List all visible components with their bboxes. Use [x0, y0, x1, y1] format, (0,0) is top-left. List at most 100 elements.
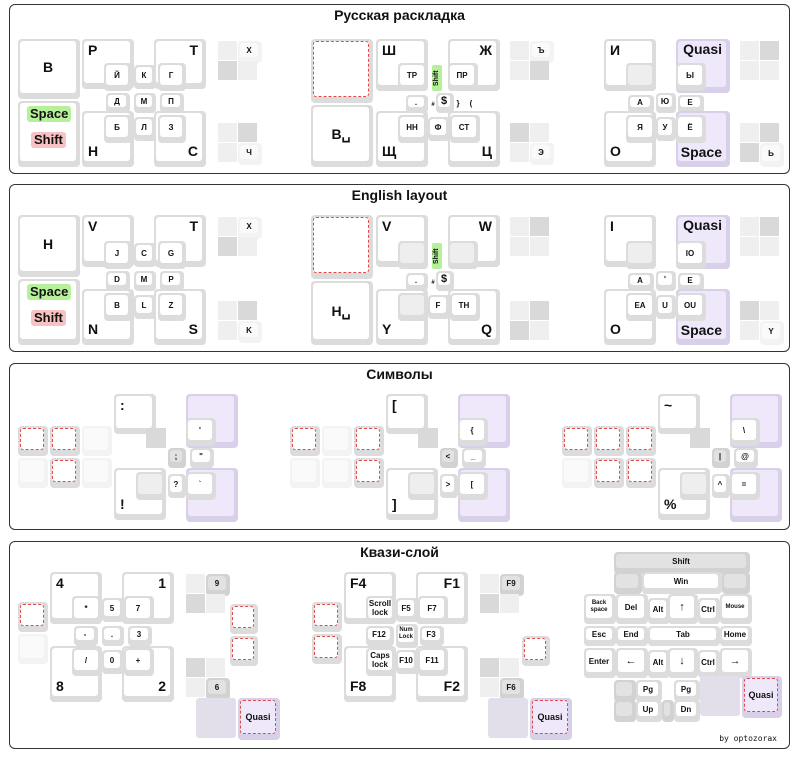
key-empty[interactable]	[322, 426, 352, 456]
key-up[interactable]: ↑	[668, 594, 698, 624]
key-d[interactable]: D	[106, 271, 130, 291]
key-d[interactable]: Д	[106, 93, 130, 113]
key-blank[interactable]	[614, 680, 636, 702]
key-yu[interactable]: Ю	[656, 93, 676, 113]
key-empty[interactable]	[82, 458, 112, 488]
key-l[interactable]: L	[134, 295, 156, 319]
key-backspace[interactable]: Back space	[584, 594, 616, 624]
key-dashed[interactable]	[230, 604, 258, 634]
key-dashed[interactable]	[522, 636, 550, 666]
key-f5[interactable]: F5	[396, 598, 418, 622]
key-k[interactable]: К	[134, 65, 156, 89]
key-f[interactable]: Ф	[428, 117, 450, 141]
key-apostrophe[interactable]: '	[186, 418, 216, 446]
key-dashed[interactable]	[50, 426, 80, 456]
key-dashed[interactable]	[594, 426, 624, 456]
key-h[interactable]: H	[18, 215, 80, 277]
key-right[interactable]: →	[720, 648, 752, 678]
key-ea[interactable]: EA	[626, 293, 656, 321]
key-j[interactable]: J	[104, 241, 132, 269]
key-page-up[interactable]: Up	[636, 700, 662, 722]
key-g[interactable]: G	[158, 241, 186, 269]
key-mouse[interactable]: Mouse	[720, 594, 752, 624]
key-7[interactable]: 7	[124, 596, 154, 624]
key-empty[interactable]	[136, 472, 166, 500]
key-pr[interactable]: ПР	[448, 63, 478, 91]
key-quote[interactable]: "	[190, 448, 214, 468]
key-enter[interactable]: Enter	[584, 648, 616, 678]
key-blank[interactable]	[662, 700, 674, 722]
key-brace-open[interactable]: {	[458, 418, 488, 446]
key-space-shift[interactable]: Space Shift	[18, 101, 80, 167]
key-home[interactable]: Home	[720, 626, 752, 646]
key-e[interactable]: E	[678, 273, 704, 291]
key-del[interactable]: Del	[616, 594, 648, 624]
key-dashed[interactable]	[290, 426, 320, 456]
key-tr[interactable]: ТР	[398, 63, 428, 91]
key-dashed[interactable]	[312, 634, 342, 664]
key-dollar[interactable]: $	[436, 93, 454, 113]
key-end[interactable]: End	[616, 626, 648, 646]
key-alt2[interactable]: Alt	[648, 650, 670, 678]
key-z[interactable]: З	[158, 115, 186, 143]
key-y[interactable]: Й	[104, 63, 132, 91]
key-empty[interactable]	[562, 458, 592, 488]
key-backtick[interactable]: `	[186, 472, 216, 500]
key-z[interactable]: Z	[158, 293, 186, 321]
key-0[interactable]: 0	[102, 650, 124, 674]
key-f12[interactable]: F12	[366, 626, 394, 646]
key-y-small[interactable]: Y	[760, 321, 784, 345]
key-3[interactable]: 3	[128, 626, 152, 646]
key-empty[interactable]	[82, 426, 112, 456]
key-9[interactable]: 9	[206, 574, 230, 596]
key-l[interactable]: Л	[134, 117, 156, 141]
key-slash[interactable]: /	[72, 648, 102, 676]
key-yy[interactable]: Ы	[676, 63, 706, 91]
key-dashed[interactable]	[626, 458, 656, 488]
key-soft-sign[interactable]: Ь	[760, 143, 784, 167]
key-ya[interactable]: Я	[626, 115, 656, 143]
key-e[interactable]: Э	[530, 143, 554, 165]
key-f11[interactable]: F11	[418, 648, 448, 676]
key-left[interactable]: ←	[616, 648, 648, 678]
key-b[interactable]: B	[104, 293, 132, 321]
key-dashed[interactable]	[312, 602, 342, 632]
key-p[interactable]: P	[160, 271, 184, 291]
key-nn[interactable]: НН	[398, 115, 428, 143]
key-st[interactable]: СТ	[450, 115, 480, 143]
key-dashed[interactable]	[18, 602, 48, 632]
key-dashed[interactable]	[230, 636, 258, 666]
key-dashed[interactable]	[354, 426, 384, 456]
key-v-space[interactable]: В␣	[311, 105, 373, 167]
key-empty[interactable]	[626, 241, 656, 269]
key-yo[interactable]: Ё	[676, 115, 706, 143]
key-quasi[interactable]: Quasi	[530, 698, 572, 740]
key-dashed[interactable]	[626, 426, 656, 456]
key-question[interactable]: ?	[168, 474, 186, 498]
key-b[interactable]: Б	[104, 115, 132, 143]
key-underscore[interactable]: _	[462, 448, 486, 468]
key-ctrl[interactable]: Ctrl	[698, 598, 720, 624]
key-at[interactable]: @	[734, 448, 758, 468]
key-empty[interactable]	[398, 241, 428, 269]
key-pg-upper2[interactable]: Pg	[674, 680, 700, 702]
key-blank[interactable]	[614, 700, 636, 722]
key-m[interactable]: M	[134, 271, 156, 291]
key-space-shift[interactable]: Space Shift	[18, 279, 80, 345]
key-h-space[interactable]: H␣	[311, 281, 373, 345]
key-a[interactable]: А	[628, 95, 654, 113]
key-bracket-small[interactable]: [	[458, 472, 488, 500]
key-f3[interactable]: F3	[420, 626, 444, 646]
key-th[interactable]: TH	[450, 293, 480, 321]
key-x[interactable]: Х	[238, 41, 262, 63]
key-less[interactable]: <	[440, 448, 458, 468]
key-ou[interactable]: OU	[676, 293, 706, 321]
key-dashed[interactable]	[354, 458, 384, 488]
key-f10[interactable]: F10	[396, 650, 418, 674]
key-tilde[interactable]: ~	[658, 394, 700, 434]
key-caps-lock[interactable]: Caps lock	[366, 648, 396, 676]
key-empty[interactable]	[322, 458, 352, 488]
key-tab[interactable]: Tab	[648, 626, 720, 646]
key-f6[interactable]: F6	[500, 678, 524, 700]
key-alt[interactable]: Alt	[648, 598, 670, 624]
